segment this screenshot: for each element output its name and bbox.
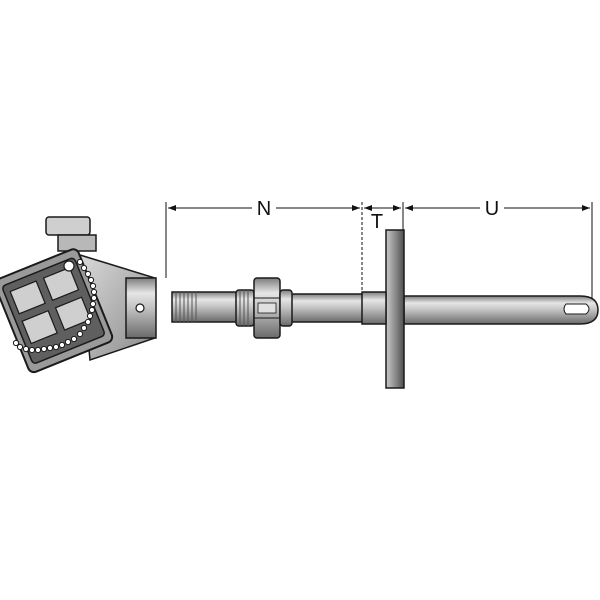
chain-icon	[12, 258, 98, 354]
t-label: T	[371, 211, 383, 233]
u-label: U	[485, 198, 499, 220]
n-label: N	[257, 198, 271, 220]
flange	[385, 229, 405, 389]
thread-lines	[175, 292, 197, 322]
connection-head-icon	[0, 216, 157, 374]
union-fitting	[235, 277, 293, 339]
extension-pipe	[171, 291, 387, 325]
immersion-stem	[403, 295, 599, 325]
